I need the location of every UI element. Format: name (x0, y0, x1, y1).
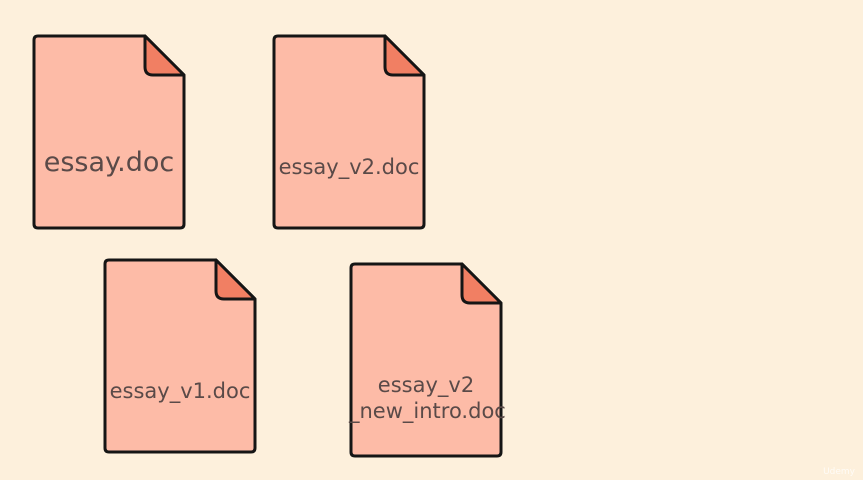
document-icon (349, 262, 503, 458)
file-essay-doc: essay.doc (32, 34, 186, 230)
document-icon (272, 34, 426, 230)
document-icon (103, 258, 257, 454)
file-name-label: essay.doc (43, 147, 175, 178)
watermark-text: Udemy (823, 467, 855, 477)
file-essay-v2-doc: essay_v2.doc (272, 34, 426, 230)
file-name-label: essay_v1.doc (109, 379, 251, 403)
file-essay-v2-new-intro-doc: essay_v2 _new_intro.doc (349, 262, 506, 458)
file-essay-v1-doc: essay_v1.doc (103, 258, 257, 454)
file-name-label: essay_v2 _new_intro.doc (349, 373, 506, 424)
document-icon (32, 34, 186, 230)
file-name-label: essay_v2.doc (278, 155, 420, 179)
